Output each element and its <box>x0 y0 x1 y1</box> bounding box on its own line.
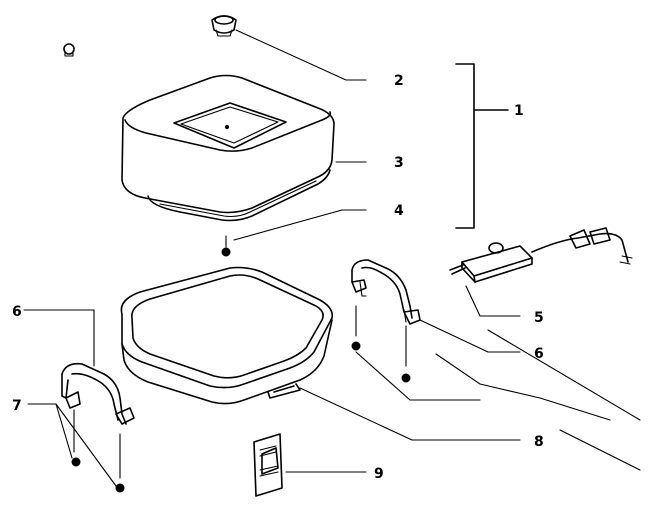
callout-1: 1 <box>514 103 524 119</box>
cover-part <box>121 74 335 222</box>
callout-7: 7 <box>12 398 22 414</box>
handle-left-part <box>61 362 135 425</box>
instruction-sheet-part <box>253 433 283 497</box>
callout-9: 9 <box>374 466 384 482</box>
leader-lines <box>23 29 641 487</box>
skillet-base-part <box>120 266 334 405</box>
callout-6-left: 6 <box>12 304 22 320</box>
callout-4: 4 <box>394 203 404 219</box>
handle-right-part <box>351 259 421 325</box>
handle-screws-left <box>71 409 125 493</box>
callout-2: 2 <box>394 73 404 89</box>
handle-screws-right <box>351 305 411 383</box>
knob-part <box>211 15 237 37</box>
bracket-cover-assembly <box>455 63 509 229</box>
temperature-control-part <box>449 227 633 283</box>
callout-8: 8 <box>534 434 544 450</box>
callout-5: 5 <box>534 310 544 326</box>
callout-6-right: 6 <box>534 346 544 362</box>
stray-part-dot <box>63 43 75 57</box>
cover-screw-part <box>221 235 231 257</box>
callout-3: 3 <box>394 155 404 171</box>
